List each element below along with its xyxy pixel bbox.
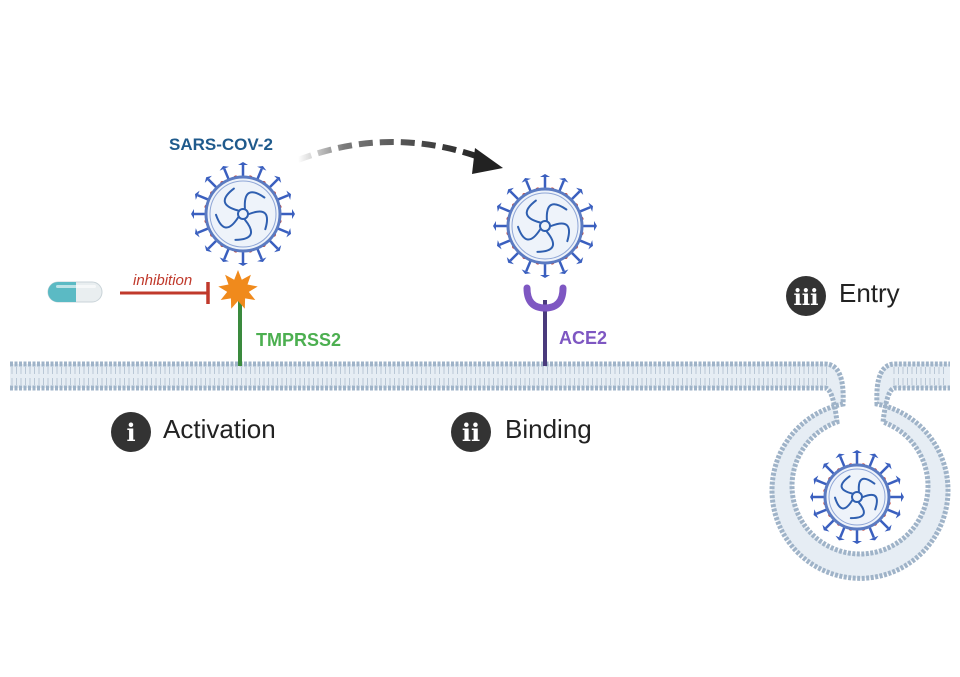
step-number: i bbox=[126, 418, 135, 447]
step-activation: i Activation bbox=[111, 412, 276, 452]
step-badge bbox=[111, 412, 151, 452]
inhibition-label: inhibition bbox=[133, 272, 192, 289]
arrow-head bbox=[472, 148, 503, 174]
virus-icon bbox=[493, 174, 597, 278]
receptor-cup-icon bbox=[523, 284, 567, 312]
ace2-label: ACE2 bbox=[559, 328, 607, 348]
step-label: Entry bbox=[839, 278, 900, 308]
step-badge bbox=[786, 276, 826, 316]
step-entry: iii Entry bbox=[786, 276, 900, 316]
virus-icon bbox=[810, 450, 904, 544]
cell-membrane bbox=[10, 361, 951, 581]
pill-icon bbox=[47, 281, 103, 303]
virus-label: SARS-COV-2 bbox=[169, 135, 273, 154]
step-number: ii bbox=[462, 418, 480, 447]
virus-icon bbox=[191, 162, 295, 266]
protease-star-icon bbox=[218, 270, 258, 309]
tmprss2-label: TMPRSS2 bbox=[256, 330, 341, 350]
step-label: Binding bbox=[505, 414, 592, 444]
step-badge bbox=[451, 412, 491, 452]
step-number: iii bbox=[793, 285, 818, 311]
step-label: Activation bbox=[163, 414, 276, 444]
curved-dashed-arrow-icon bbox=[296, 139, 484, 163]
inhibition-indicator bbox=[120, 282, 210, 304]
step-binding: ii Binding bbox=[451, 412, 592, 452]
